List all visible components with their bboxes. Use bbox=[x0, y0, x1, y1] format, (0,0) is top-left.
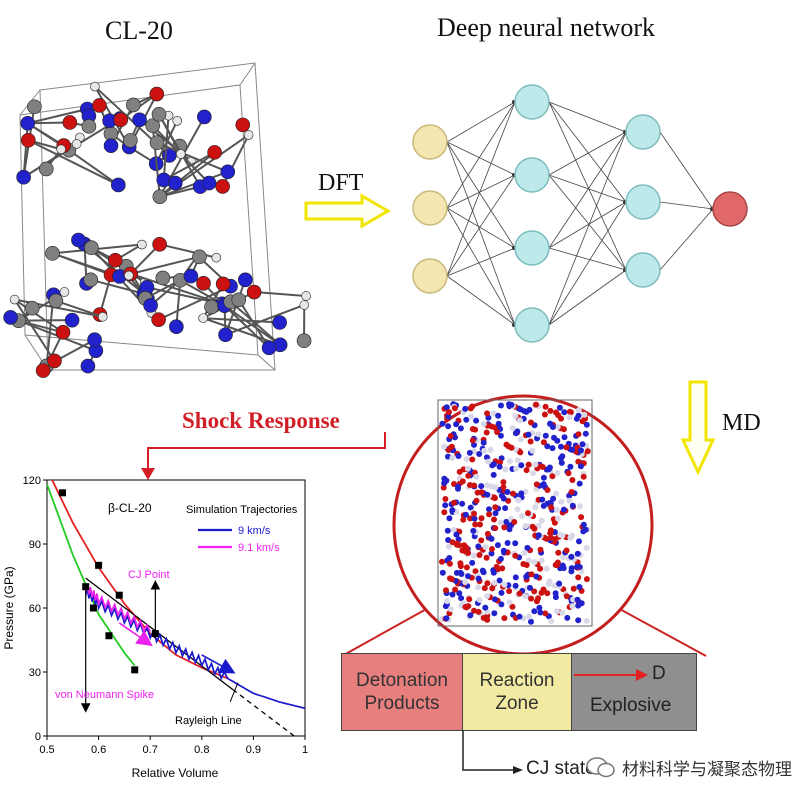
nn-node-hidden-2 bbox=[625, 184, 661, 220]
cj-state-pointer-icon bbox=[462, 730, 523, 774]
legend: 9 km/s 9.1 km/s bbox=[198, 525, 280, 554]
nn-node-input bbox=[412, 190, 448, 226]
annotation-rayleigh-line: Rayleigh Line bbox=[175, 715, 242, 727]
nn-node-hidden-1 bbox=[514, 84, 550, 120]
x-axis-label: Relative Volume bbox=[132, 766, 219, 780]
watermark: 材料科学与凝聚态物理 bbox=[586, 755, 792, 780]
x-tick-label: 0.9 bbox=[246, 744, 261, 756]
dft-arrow-icon bbox=[304, 193, 392, 229]
x-tick-label: 0.5 bbox=[39, 744, 54, 756]
data-marker bbox=[89, 604, 97, 612]
reaction-zone: Reaction Zone bbox=[462, 653, 572, 731]
x-tick-label: 1 bbox=[302, 744, 308, 756]
shock-response-label: Shock Response bbox=[182, 408, 340, 433]
explosive-label: Explosive bbox=[590, 695, 672, 716]
watermark-text: 材料科学与凝聚态物理 bbox=[622, 760, 792, 780]
x-tick-label: 0.6 bbox=[91, 744, 106, 756]
detonation-velocity-label: D bbox=[652, 663, 666, 684]
cl20-crystal-image bbox=[3, 62, 312, 378]
annotation-cj-point: CJ Point bbox=[128, 569, 170, 581]
legend-label-series-1: 9 km/s bbox=[238, 525, 271, 537]
data-marker bbox=[58, 489, 66, 497]
x-tick-label: 0.8 bbox=[194, 744, 209, 756]
neural-network-diagram bbox=[412, 84, 748, 343]
md-arrow-icon bbox=[680, 380, 716, 476]
detonation-velocity-arrow-icon bbox=[574, 669, 648, 681]
cl20-title: CL-20 bbox=[105, 16, 173, 45]
y-tick-label: 60 bbox=[29, 603, 41, 615]
nn-node-hidden-1 bbox=[514, 230, 550, 266]
nn-node-hidden-2 bbox=[625, 252, 661, 288]
y-tick-label: 90 bbox=[29, 539, 41, 551]
nn-node-hidden-2 bbox=[625, 114, 661, 150]
hugoniot-curve-1 bbox=[51, 480, 228, 680]
legend-title: Simulation Trajectories bbox=[186, 504, 298, 516]
trajectory-series-1 bbox=[84, 588, 305, 710]
dnn-title: Deep neural network bbox=[437, 13, 656, 42]
nn-node-input bbox=[412, 258, 448, 294]
y-tick-label: 120 bbox=[23, 475, 41, 487]
trajectory-series-2 bbox=[84, 583, 151, 634]
nn-node-hidden-1 bbox=[514, 307, 550, 343]
legend-label-series-2: 9.1 km/s bbox=[238, 542, 280, 554]
data-marker bbox=[131, 666, 139, 674]
data-marker bbox=[115, 591, 123, 599]
x-tick-label: 0.7 bbox=[143, 744, 158, 756]
annotation-von-neumann-spike: von Neumann Spike bbox=[55, 689, 154, 701]
nn-node-output bbox=[712, 191, 748, 227]
nn-node-hidden-1 bbox=[514, 157, 550, 193]
nn-node-input bbox=[412, 124, 448, 160]
wechat-icon bbox=[586, 756, 615, 777]
cj-state-label: CJ state bbox=[526, 758, 596, 779]
explosive-zone: D Explosive bbox=[571, 653, 697, 731]
hugoniot-curve-2 bbox=[47, 483, 136, 667]
md-simulation-zoom bbox=[341, 394, 707, 657]
detonation-products-zone: Detonation Products bbox=[341, 653, 463, 731]
y-axis-label: Pressure (GPa) bbox=[2, 566, 16, 649]
y-tick-label: 30 bbox=[29, 667, 41, 679]
shock-response-arrow-icon bbox=[141, 432, 386, 480]
data-marker bbox=[105, 632, 113, 640]
y-tick-label: 0 bbox=[35, 731, 41, 743]
data-marker bbox=[95, 561, 103, 569]
chart-title: β-CL-20 bbox=[108, 501, 152, 515]
md-label: MD bbox=[722, 410, 761, 436]
dft-label: DFT bbox=[318, 170, 364, 196]
hugoniot-chart: 0.5 0.6 0.7 0.8 0.9 1 0 30 60 90 120 β-CL-20 Simul… bbox=[2, 475, 308, 780]
